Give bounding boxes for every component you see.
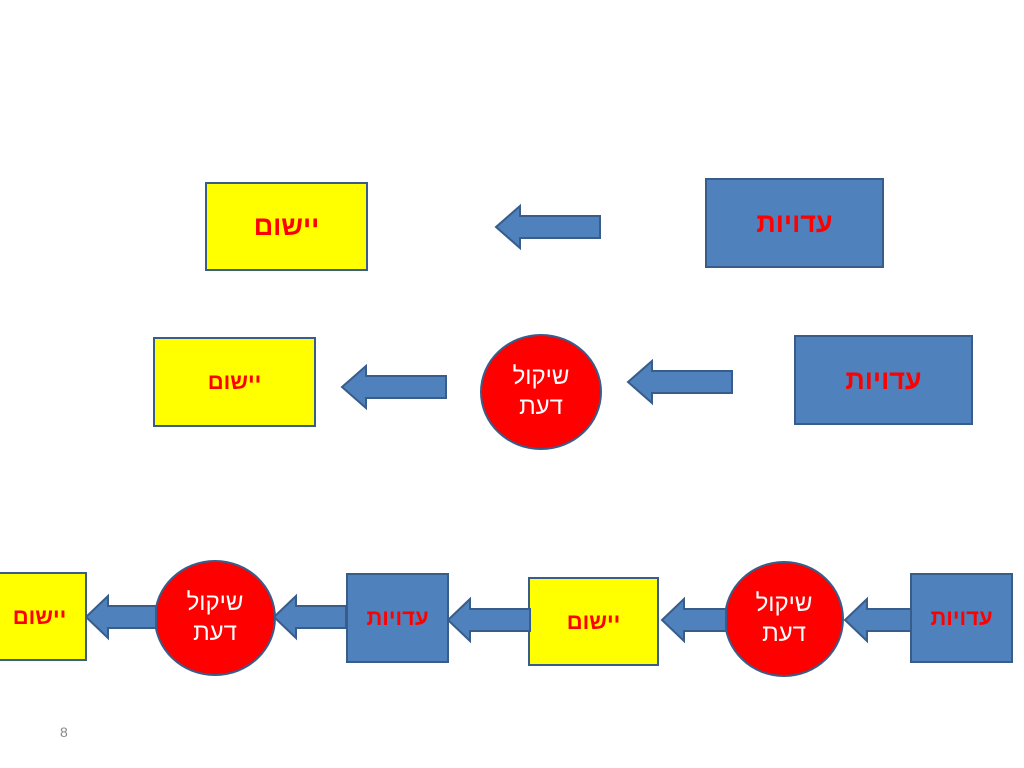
row2-right-left-arrow-icon	[626, 358, 733, 406]
row2-evidence-box: עדויות	[794, 335, 973, 425]
row3-judgment-circle-1: שיקול דעת	[724, 561, 844, 677]
row3-application-box-1: יישום	[528, 577, 659, 666]
row3-arrow-4-icon	[272, 593, 347, 641]
row1-application-box: יישום	[205, 182, 368, 271]
page-number: 8	[60, 724, 68, 740]
row2-judgment-label-line2: דעת	[519, 393, 563, 420]
row1-left-arrow-icon	[494, 203, 601, 251]
row2-judgment-label-line1: שיקול	[512, 363, 570, 390]
row1-evidence-label: עדויות	[756, 207, 833, 238]
row3-judgment-1-line1: שיקול	[755, 590, 813, 617]
row3-arrow-5-icon	[84, 593, 157, 641]
row3-judgment-circle-2: שיקול דעת	[154, 560, 276, 676]
row3-evidence-box-2: עדויות	[346, 573, 449, 663]
row3-arrow-3-icon	[446, 596, 531, 644]
row3-judgment-2-line1: שיקול	[186, 589, 244, 616]
row1-application-label: יישום	[253, 211, 320, 241]
row3-application-box-2: יישום	[0, 572, 87, 661]
row2-left-arrow-icon	[340, 363, 447, 411]
row3-judgment-1-line2: דעת	[762, 620, 806, 647]
row3-evidence-label-2: עדויות	[366, 605, 429, 630]
row3-arrow-2-icon	[660, 596, 727, 644]
row2-application-label: יישום	[207, 369, 262, 394]
row3-judgment-2-line2: דעת	[193, 619, 237, 646]
row2-evidence-label: עדויות	[845, 364, 922, 395]
row2-judgment-circle: שיקול דעת	[480, 334, 602, 450]
row1-evidence-box: עדויות	[705, 178, 884, 268]
row3-application-label-1: יישום	[566, 608, 621, 634]
row2-application-box: יישום	[153, 337, 316, 427]
row3-arrow-1-icon	[843, 596, 912, 644]
row3-evidence-label-1: עדויות	[930, 605, 993, 630]
row3-application-label-2: יישום	[12, 603, 67, 629]
row3-evidence-box-1: עדויות	[910, 573, 1013, 663]
